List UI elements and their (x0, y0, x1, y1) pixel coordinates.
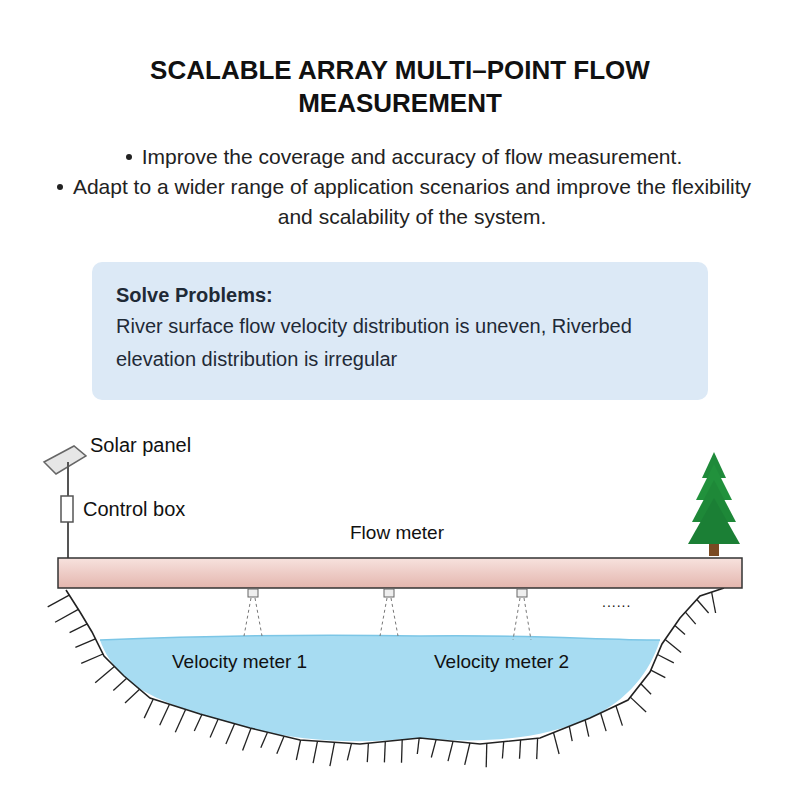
hatch-stroke (70, 624, 88, 633)
hatch-stroke (465, 743, 470, 765)
hatch-stroke (243, 728, 251, 750)
bullet-text: Improve the coverage and accuracy of flo… (72, 142, 752, 172)
radar-beam (244, 598, 531, 640)
ground-hatching (48, 592, 716, 767)
hatch-stroke (175, 709, 185, 732)
hatch-stroke (210, 719, 218, 737)
hatch-stroke (81, 654, 103, 663)
hatch-stroke (520, 740, 521, 759)
riverbed-outline (66, 588, 724, 744)
continuation-mark: ...... (602, 594, 631, 610)
part-label: Control box (83, 498, 185, 521)
hatch-stroke (448, 741, 453, 761)
hatch-stroke (685, 612, 695, 624)
hatch-stroke (384, 742, 386, 763)
hatch-stroke (367, 743, 368, 762)
hatch-stroke (697, 600, 709, 614)
bullet-text: Adapt to a wider range of application sc… (62, 172, 762, 232)
info-panel: Solve Problems:River surface flow veloci… (92, 262, 708, 400)
part-label: Solar panel (90, 434, 191, 457)
sensor-label: Velocity meter 2 (434, 651, 569, 673)
hatch-stroke (658, 655, 674, 663)
hatch-stroke (194, 715, 202, 731)
hatch-stroke (431, 740, 436, 758)
hatch-stroke (616, 706, 623, 726)
page-title: SCALABLE ARRAY MULTI–POINT FLOW MEASUREM… (140, 54, 660, 120)
hatch-stroke (95, 666, 114, 682)
tree (688, 452, 740, 556)
panel-heading: Solve Problems: (116, 280, 684, 310)
hatch-stroke (313, 741, 317, 763)
hatch-stroke (486, 743, 488, 767)
hatch-stroke (75, 639, 95, 648)
bullet-dot (57, 184, 63, 190)
velocity-sensor (248, 589, 527, 597)
river-water (100, 635, 660, 741)
hatch-stroke (401, 740, 403, 763)
hatch-stroke (554, 733, 560, 754)
hatch-stroke (651, 670, 666, 678)
hatch-stroke (125, 689, 140, 703)
hatch-stroke (226, 724, 235, 744)
hatch-stroke (569, 726, 572, 741)
hatch-stroke (144, 699, 153, 718)
hatch-stroke (48, 595, 69, 607)
hatch-stroke (601, 713, 607, 731)
hatch-stroke (417, 738, 419, 754)
hatch-stroke (55, 609, 78, 622)
hatch-stroke (330, 742, 335, 766)
control-box-symbol (61, 496, 73, 522)
hatch-stroke (665, 639, 681, 652)
bullet-dot (126, 154, 132, 160)
hatch-stroke (712, 592, 716, 613)
hatch-stroke (675, 625, 685, 634)
panel-mount (67, 462, 69, 470)
part-label: Flow meter (350, 522, 444, 544)
hatch-stroke (277, 736, 284, 754)
hatch-stroke (641, 684, 651, 695)
hatch-stroke (160, 704, 170, 725)
hatch-stroke (347, 743, 351, 760)
hatch-stroke (113, 678, 126, 690)
sensor-label: Velocity meter 1 (172, 651, 307, 673)
hatch-stroke (630, 697, 646, 712)
hatch-stroke (261, 732, 268, 748)
hatch-stroke (536, 738, 538, 759)
solar-panel-symbol (44, 446, 86, 474)
panel-body: River surface flow velocity distribution… (116, 310, 684, 376)
hatch-stroke (502, 742, 503, 759)
hatch-stroke (585, 720, 589, 737)
bridge-beam (58, 558, 742, 588)
hatch-stroke (296, 740, 300, 760)
